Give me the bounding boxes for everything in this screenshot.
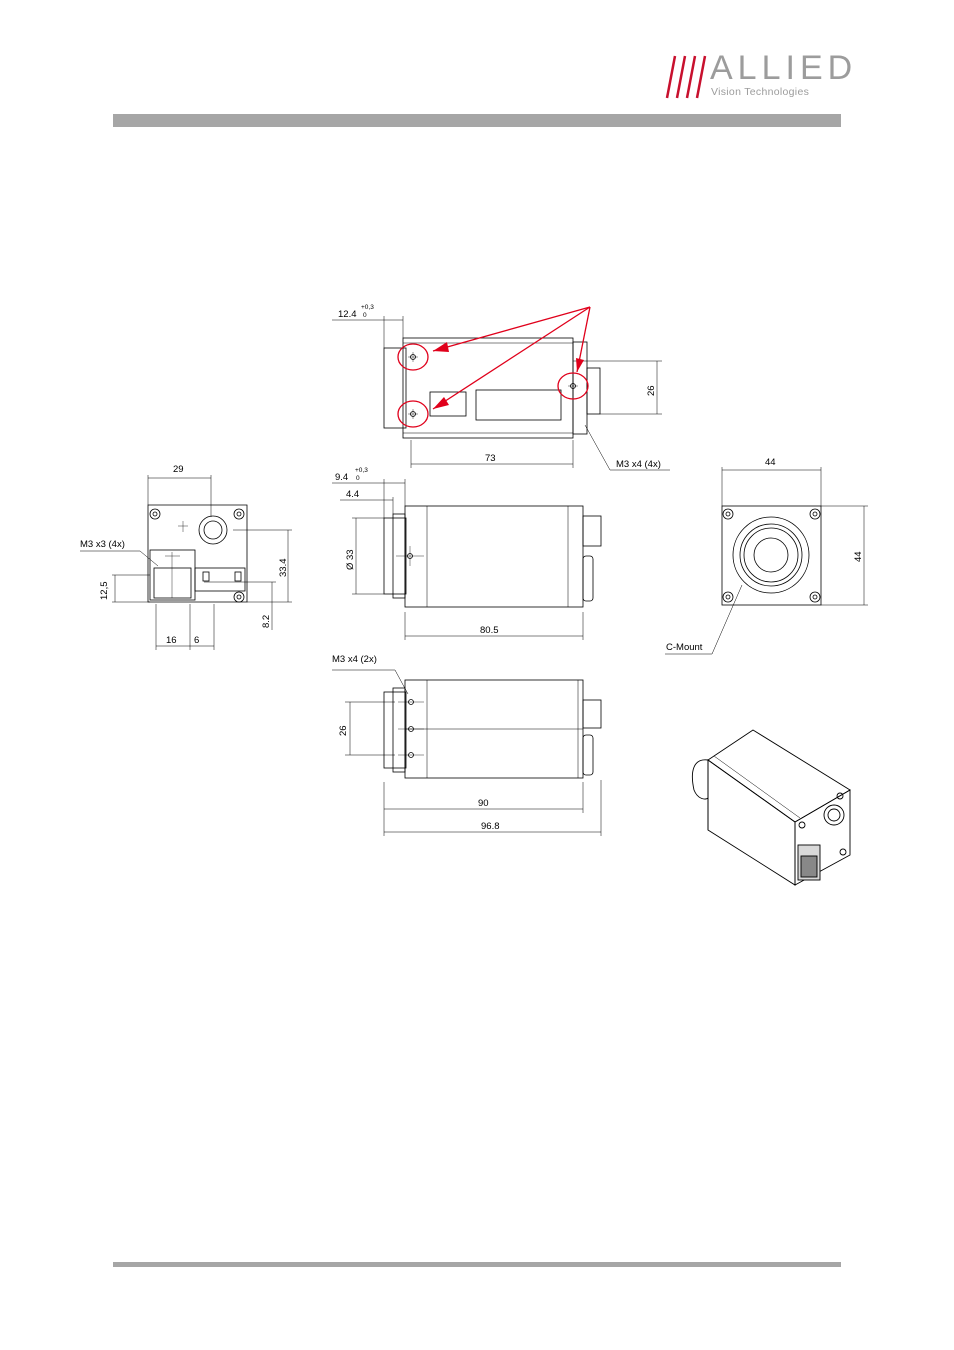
top-offset-dim: 12.4 — [338, 309, 357, 320]
front-width-dim: 44 — [765, 457, 776, 468]
bottom-view — [332, 670, 601, 836]
back-a-dim: 16 — [166, 635, 177, 646]
side-tol-lower: 0 — [356, 475, 360, 482]
top-height-dim: 26 — [646, 385, 657, 396]
top-tol-upper: +0,3 — [361, 304, 374, 311]
front-view — [665, 467, 868, 654]
side-length-dim: 80.5 — [480, 625, 499, 636]
back-thread-note: M3 x3 (4x) — [80, 539, 125, 550]
side-tol-upper: +0,3 — [355, 467, 368, 474]
side-flange-dim: 4.4 — [346, 489, 359, 500]
back-low-dim: 12,5 — [99, 582, 110, 601]
back-b-dim: 6 — [194, 635, 199, 646]
front-height-dim: 44 — [853, 551, 864, 562]
top-view — [332, 316, 670, 470]
back-width-dim: 29 — [173, 464, 184, 475]
bottom-total-dim: 96.8 — [481, 821, 500, 832]
bottom-height-dim: 26 — [338, 725, 349, 736]
bottom-thread-note: M3 x4 (2x) — [332, 654, 377, 665]
side-offset-dim: 9.4 — [335, 472, 348, 483]
top-tol-lower: 0 — [363, 312, 367, 319]
side-diameter-dim: Ø 33 — [345, 549, 356, 570]
side-view — [332, 479, 601, 640]
top-thread-note: M3 x4 (4x) — [616, 459, 661, 470]
bottom-length-dim: 90 — [478, 798, 489, 809]
top-length-dim: 73 — [485, 453, 496, 464]
back-height-dim: 33.4 — [278, 559, 289, 578]
camera-isometric-view — [692, 730, 850, 885]
back-offset-dim: 8.2 — [261, 615, 272, 628]
front-mount-label: C-Mount — [666, 642, 703, 653]
